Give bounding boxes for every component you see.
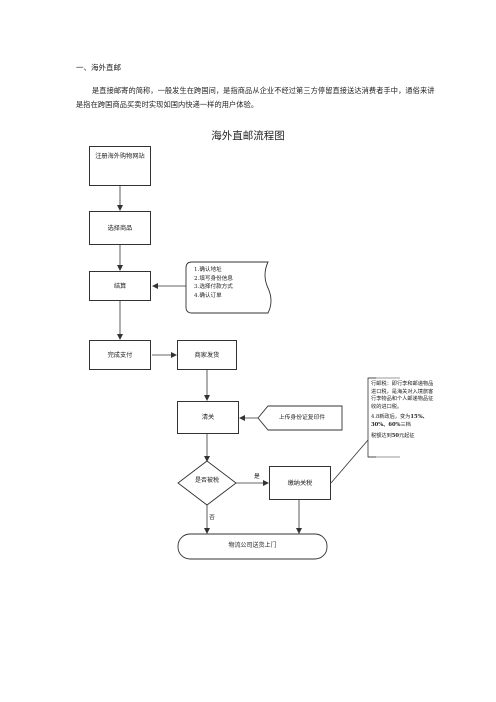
node-customs-clearance: 清关	[177, 401, 239, 434]
tax-note-threshold: 税额达到50元起征	[371, 432, 415, 439]
tax-note-definition: 行邮税：即行李和邮递物品进口税，是海关对入境旅客行李物品和个人邮递物品征收的进口…	[371, 381, 434, 410]
diagram-title: 海外直邮流程图	[211, 130, 285, 142]
node-merchant-ship: 商家发货	[177, 340, 237, 370]
checkout-steps-list: 1.确认地址 2.填写身份信息 3.选择付款方式 4.确认订单	[194, 266, 266, 300]
node-checkout: 结算	[89, 271, 151, 301]
no-label: 否	[209, 515, 215, 521]
node-pay-tax: 缴纳关税	[269, 466, 331, 500]
decision-label: 是否被税	[194, 477, 219, 484]
intro-paragraph: 是直接邮寄的简称，一般发生在跨国间，是指商品从企业不经过第三方停留直接送达消费者…	[76, 86, 435, 109]
upload-id-label: 上传身份证复印件	[278, 415, 326, 421]
yes-label: 是	[254, 474, 260, 480]
checkout-step: 2.填写身份信息	[194, 275, 233, 282]
tax-note: 行邮税：即行李和邮递物品进口税，是海关对入境旅客行李物品和个人邮递物品征收的进口…	[371, 381, 435, 440]
tax-note-rates: 4.8新政后，变为15%、30%、60%三档	[371, 414, 428, 428]
checkout-steps-card	[185, 261, 272, 314]
node-complete-payment: 完成支付	[89, 340, 151, 370]
delivery-label: 物流公司送货上门	[228, 542, 277, 549]
checkout-step: 3.选择付款方式	[194, 284, 233, 290]
upload-id-shape	[257, 405, 343, 431]
node-select-goods: 选择商品	[89, 211, 151, 245]
checkout-step: 4.确认订单	[194, 292, 222, 299]
checkout-step: 1.确认地址	[194, 267, 222, 273]
node-register: 注册海外购物网站	[89, 146, 151, 186]
decision-diamond	[177, 460, 237, 506]
section-heading: 一、海外直邮	[76, 63, 121, 72]
delivery-terminal	[177, 533, 328, 560]
